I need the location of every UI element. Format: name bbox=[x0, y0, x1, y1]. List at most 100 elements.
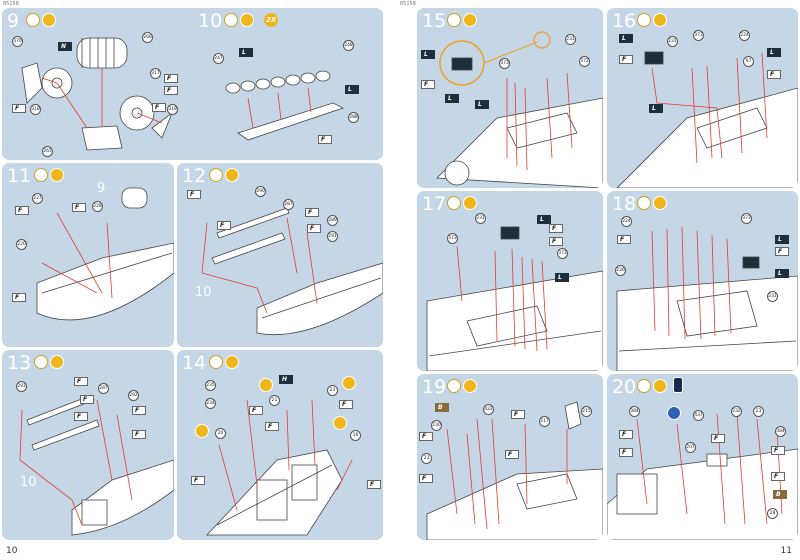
part-number: 235 bbox=[205, 380, 216, 391]
step-number: 17 bbox=[422, 193, 447, 215]
part-number: 217 bbox=[539, 416, 550, 427]
letter-flag: L bbox=[239, 48, 253, 57]
part-number: 247 bbox=[213, 53, 224, 64]
part-number: 224 bbox=[621, 216, 632, 227]
letter-flag: F bbox=[549, 224, 563, 233]
glue-icon bbox=[463, 196, 477, 210]
part-number: 291 bbox=[16, 381, 27, 392]
letter-flag: F bbox=[775, 247, 789, 256]
step-17-panel: 17 231 373 373 L F F L bbox=[417, 191, 603, 371]
part-number: 207 bbox=[685, 442, 696, 453]
glue-icon bbox=[240, 13, 254, 27]
letter-flag: L bbox=[475, 100, 489, 109]
letter-flag: F bbox=[72, 203, 86, 212]
part-number: 23 bbox=[421, 453, 432, 464]
letter-flag: F bbox=[505, 450, 519, 459]
part-number: 16 bbox=[350, 430, 361, 441]
glue-icon bbox=[342, 376, 356, 390]
step-number: 19 bbox=[422, 376, 447, 398]
left-page-number: 10 bbox=[6, 546, 18, 556]
step-number: 16 bbox=[612, 10, 637, 32]
part-number: 373 bbox=[741, 213, 752, 224]
glue-icon bbox=[667, 406, 681, 420]
letter-flag: F bbox=[217, 221, 231, 230]
letter-flag: L bbox=[445, 94, 459, 103]
part-number: 319 bbox=[167, 104, 178, 115]
left-page-code: 85158 bbox=[3, 1, 19, 7]
letter-flag: N bbox=[58, 42, 72, 51]
glue-icon bbox=[333, 416, 347, 430]
part-number: 373 bbox=[447, 233, 458, 244]
right-page-number: 11 bbox=[780, 546, 792, 556]
step-11-panel: 11 9 227 228 220 F F F bbox=[2, 163, 174, 347]
part-number: 318 bbox=[30, 104, 41, 115]
knife-icon bbox=[34, 355, 48, 369]
letter-flag: L bbox=[775, 235, 789, 244]
part-number: 230 bbox=[431, 420, 442, 431]
part-number: 215 bbox=[581, 406, 592, 417]
letter-flag: B bbox=[435, 403, 449, 412]
knife-icon bbox=[637, 196, 651, 210]
paint-icon bbox=[673, 377, 683, 393]
part-number: 28 bbox=[767, 508, 778, 519]
letter-flag: F bbox=[771, 472, 785, 481]
letter-flag: F bbox=[711, 434, 725, 443]
step-9-drawing bbox=[21, 37, 173, 151]
knife-icon bbox=[447, 196, 461, 210]
part-number: 437 bbox=[693, 410, 704, 421]
letter-flag: F bbox=[132, 430, 146, 439]
step-16-drawing bbox=[616, 51, 798, 188]
part-number: 317 bbox=[150, 68, 161, 79]
step-14-drawing bbox=[206, 399, 353, 536]
step-12-drawing bbox=[201, 207, 383, 336]
glue-icon bbox=[653, 379, 667, 393]
sub-step-number: 10 bbox=[20, 475, 37, 490]
letter-flag: F bbox=[265, 422, 279, 431]
right-page-code: 85158 bbox=[400, 1, 416, 7]
part-number: 21 bbox=[269, 395, 280, 406]
knife-icon bbox=[447, 13, 461, 27]
part-number: 372 bbox=[579, 56, 590, 67]
sub-step-number: 10 bbox=[195, 285, 212, 300]
part-number: 292 bbox=[128, 390, 139, 401]
letter-flag: F bbox=[767, 70, 781, 79]
glue-icon bbox=[653, 13, 667, 27]
part-number: 226 bbox=[615, 265, 626, 276]
letter-flag: F bbox=[74, 412, 88, 421]
letter-flag: L bbox=[767, 48, 781, 57]
part-number: 265 bbox=[42, 146, 53, 157]
letter-flag: F bbox=[74, 377, 88, 386]
knife-icon bbox=[637, 379, 651, 393]
letter-flag: L bbox=[345, 85, 359, 94]
part-number: 288 bbox=[348, 112, 359, 123]
part-number: 266 bbox=[142, 32, 153, 43]
step-15-drawing bbox=[436, 31, 603, 188]
letter-flag: F bbox=[511, 410, 525, 419]
glue-icon bbox=[225, 355, 239, 369]
part-number: 231 bbox=[767, 291, 778, 302]
step-number: 10 bbox=[198, 10, 223, 32]
part-number: 231 bbox=[565, 34, 576, 45]
glue-icon bbox=[653, 196, 667, 210]
letter-flag: F bbox=[367, 480, 381, 489]
letter-flag: F bbox=[249, 406, 263, 415]
part-number: 422 bbox=[483, 404, 494, 415]
knife-icon bbox=[224, 13, 238, 27]
part-number: 370 bbox=[12, 36, 23, 47]
step-12-panel: 12 10 290 287 289 291 F F F F bbox=[177, 163, 383, 347]
part-number: 373 bbox=[499, 58, 510, 69]
part-number: 287 bbox=[98, 383, 109, 394]
knife-icon bbox=[209, 355, 223, 369]
step-20-panel: 20 384 437 232 23 207 384 28 F F F F F B bbox=[607, 374, 798, 540]
part-number: 231 bbox=[475, 213, 486, 224]
letter-flag: H bbox=[279, 375, 293, 384]
letter-flag: F bbox=[419, 432, 433, 441]
letter-flag: F bbox=[549, 237, 563, 246]
step-18-drawing bbox=[616, 226, 798, 371]
letter-flag: F bbox=[132, 406, 146, 415]
step-10-drawing bbox=[225, 70, 345, 141]
step-17-drawing bbox=[426, 226, 603, 371]
letter-flag: F bbox=[187, 190, 201, 199]
step-number: 9 bbox=[7, 10, 20, 32]
glue-icon bbox=[50, 355, 64, 369]
